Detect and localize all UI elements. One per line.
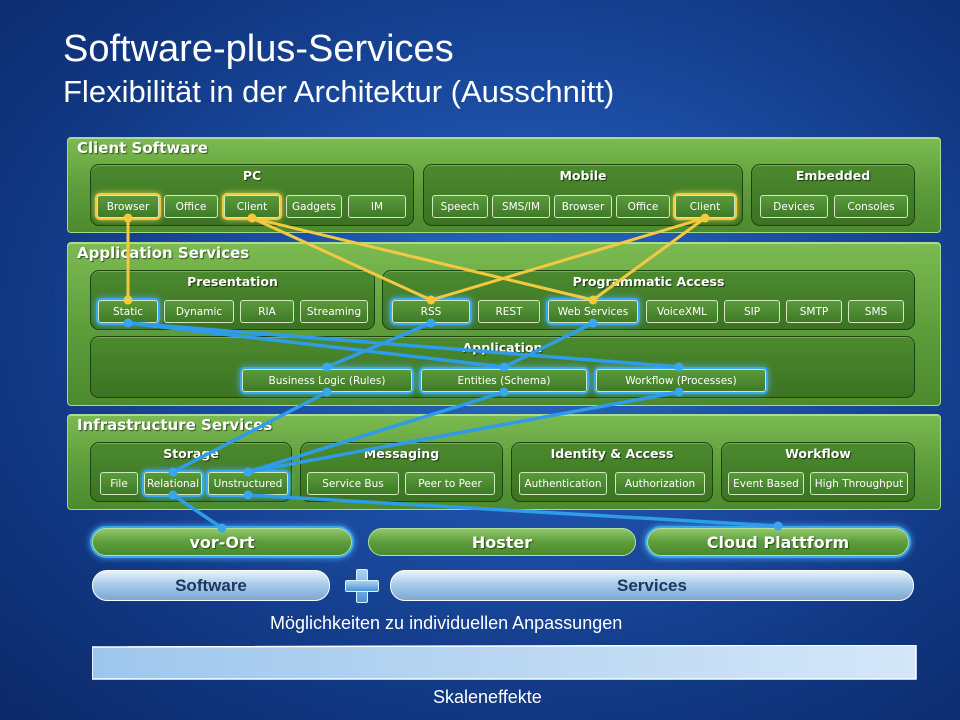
chip-sip[interactable]: SIP xyxy=(724,300,780,323)
chip-unstructured[interactable]: Unstructured xyxy=(208,472,288,495)
client-software-title: Client Software xyxy=(77,139,208,157)
deploy-hoster[interactable]: Hoster xyxy=(368,528,636,556)
chip-authorization[interactable]: Authorization xyxy=(615,472,705,495)
slide-title: Software-plus-Services xyxy=(63,28,454,70)
application-title: Application xyxy=(462,340,543,355)
slide-subtitle: Flexibilität in der Architektur (Ausschn… xyxy=(63,74,615,109)
chip-mobile-sms-im[interactable]: SMS/IM xyxy=(492,195,550,218)
chip-smtp[interactable]: SMTP xyxy=(786,300,842,323)
messaging-title: Messaging xyxy=(363,446,440,461)
scale-wedge xyxy=(92,645,917,680)
deploy-cloud-platform[interactable]: Cloud Plattform xyxy=(647,528,909,556)
chip-service-bus[interactable]: Service Bus xyxy=(307,472,399,495)
chip-pc-gadgets[interactable]: Gadgets xyxy=(286,195,342,218)
identity-access-title: Identity & Access xyxy=(550,446,674,461)
chip-high-throughput[interactable]: High Throughput xyxy=(810,472,908,495)
chip-authentication[interactable]: Authentication xyxy=(519,472,607,495)
chip-web-services[interactable]: Web Services xyxy=(548,300,638,323)
chip-rest[interactable]: REST xyxy=(478,300,540,323)
chip-pc-im[interactable]: IM xyxy=(348,195,406,218)
mobile-title: Mobile xyxy=(559,168,607,183)
chip-entities[interactable]: Entities (Schema) xyxy=(421,369,587,392)
services-pill: Services xyxy=(390,570,914,601)
chip-sms[interactable]: SMS xyxy=(848,300,904,323)
chip-relational[interactable]: Relational xyxy=(144,472,202,495)
chip-consoles[interactable]: Consoles xyxy=(834,195,908,218)
plus-icon xyxy=(344,568,379,603)
chip-streaming[interactable]: Streaming xyxy=(300,300,368,323)
chip-dynamic[interactable]: Dynamic xyxy=(164,300,234,323)
infrastructure-services-title: Infrastructure Services xyxy=(77,416,273,434)
programmatic-access-title: Programmatic Access xyxy=(572,274,725,289)
embedded-title: Embedded xyxy=(795,168,871,183)
customization-caption: Möglichkeiten zu individuellen Anpassung… xyxy=(270,613,623,633)
chip-pc-client[interactable]: Client xyxy=(224,195,280,218)
chip-voicexml[interactable]: VoiceXML xyxy=(646,300,718,323)
chip-workflow-processes[interactable]: Workflow (Processes) xyxy=(596,369,766,392)
chip-mobile-browser[interactable]: Browser xyxy=(554,195,612,218)
chip-rss[interactable]: RSS xyxy=(392,300,470,323)
chip-devices[interactable]: Devices xyxy=(760,195,828,218)
presentation-title: Presentation xyxy=(187,274,278,289)
chip-event-based[interactable]: Event Based xyxy=(728,472,804,495)
chip-pc-office[interactable]: Office xyxy=(164,195,218,218)
chip-file[interactable]: File xyxy=(100,472,138,495)
chip-business-logic[interactable]: Business Logic (Rules) xyxy=(242,369,412,392)
chip-pc-browser[interactable]: Browser xyxy=(97,195,159,218)
chip-mobile-office[interactable]: Office xyxy=(616,195,670,218)
application-services-title: Application Services xyxy=(77,244,250,262)
chip-mobile-speech[interactable]: Speech xyxy=(432,195,488,218)
chip-static[interactable]: Static xyxy=(98,300,158,323)
deploy-on-premise[interactable]: vor-Ort xyxy=(92,528,352,556)
chip-ria[interactable]: RIA xyxy=(240,300,294,323)
workflow-title: Workflow xyxy=(785,446,851,461)
economies-caption: Skaleneffekte xyxy=(433,687,542,707)
pc-title: PC xyxy=(242,168,262,183)
chip-peer-to-peer[interactable]: Peer to Peer xyxy=(405,472,495,495)
storage-title: Storage xyxy=(163,446,219,461)
chip-mobile-client[interactable]: Client xyxy=(675,195,735,218)
software-pill: Software xyxy=(92,570,330,601)
